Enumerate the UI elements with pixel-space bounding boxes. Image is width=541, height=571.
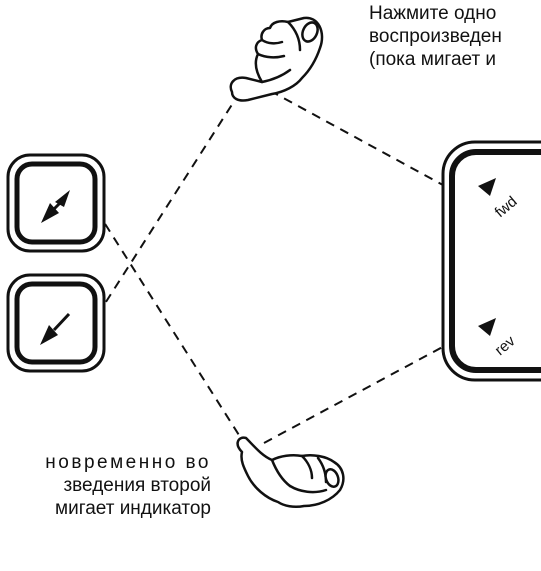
pointing-hand-icon (236, 436, 345, 509)
caption-bottom-line-1: новременно во (45, 452, 211, 473)
caption-top: Нажмите одно воспроизведен (пока мигает … (369, 2, 502, 71)
leader-line-top-hand-to-fwd (255, 82, 464, 197)
pointing-hand-icon (229, 16, 324, 102)
leader-line-top-hand-to-lower-button (87, 91, 241, 331)
skip-arrow-icon (40, 312, 71, 345)
caption-bottom-line-3: мигает индикатор (55, 498, 211, 519)
skip-arrow-icon (41, 190, 70, 223)
leader-line-upper-button-to-bottom-hand (87, 196, 245, 444)
caption-bottom-line-2: зведения второй (63, 475, 211, 496)
caption-top-line-1: Нажмите одно (369, 3, 497, 24)
fwd-arrow-icon (478, 178, 496, 196)
skip-arrow-button-upper[interactable] (6, 153, 106, 253)
skip-arrow-button-lower[interactable] (6, 273, 106, 373)
caption-bottom: новременно во зведения второй мигает инд… (45, 451, 211, 520)
caption-top-line-2: воспроизведен (369, 26, 502, 47)
caption-top-line-3: (пока мигает и (369, 49, 497, 70)
jog-dial[interactable]: fwd rev (441, 140, 541, 382)
leader-line-bottom-hand-to-rev (263, 335, 464, 444)
leader-lines (87, 82, 464, 444)
rev-arrow-icon (478, 318, 496, 336)
